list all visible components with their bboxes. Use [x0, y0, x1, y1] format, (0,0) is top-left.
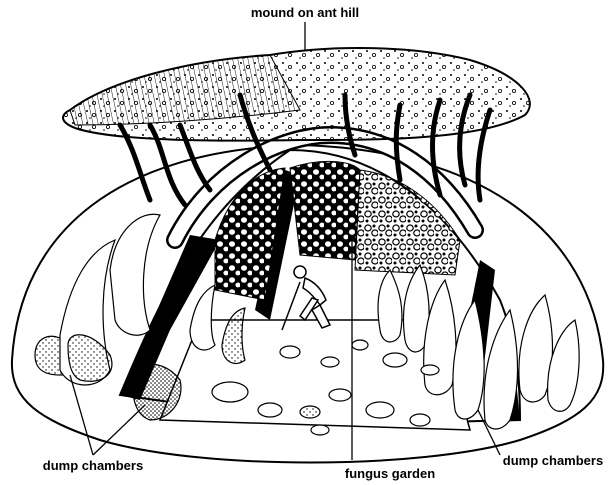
fungus-cells-center [290, 161, 360, 260]
fungus-garden-label: fungus garden [345, 466, 435, 481]
dump-chambers-right-label: dump chambers [503, 453, 603, 468]
dump-chambers-left-label: dump chambers [43, 458, 143, 473]
mound-label: mound on ant hill [251, 5, 359, 20]
